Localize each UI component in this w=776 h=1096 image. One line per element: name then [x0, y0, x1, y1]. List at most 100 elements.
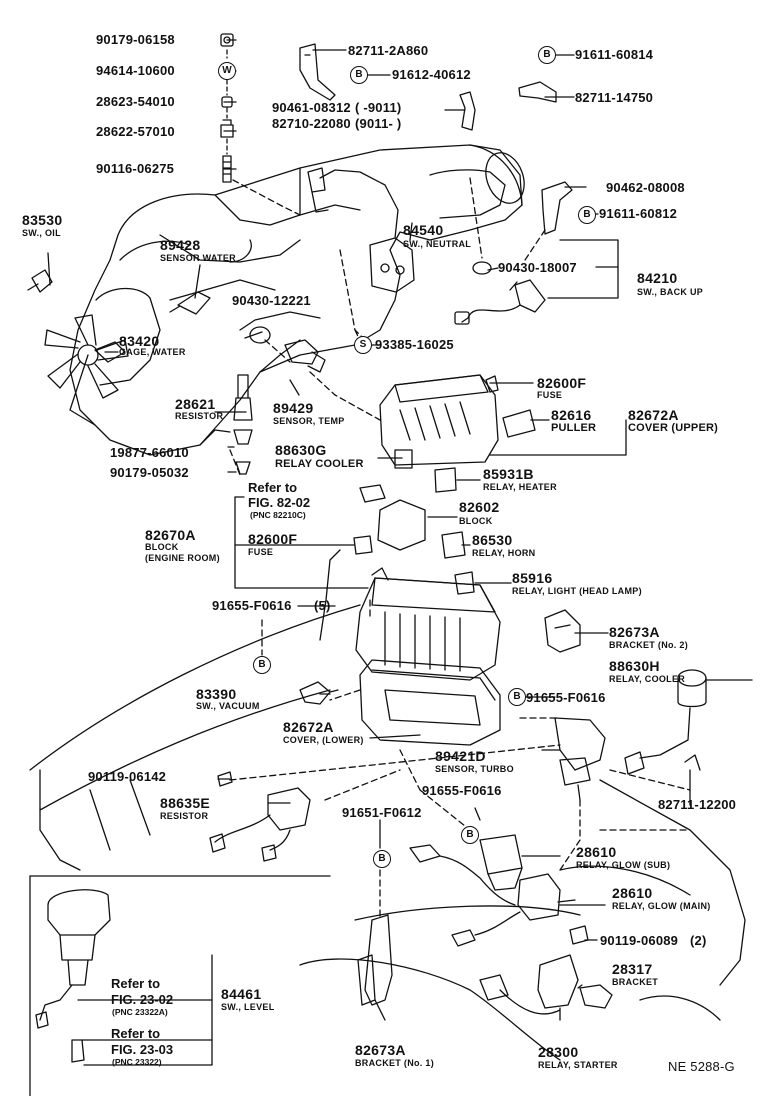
part-number-label: 28610: [612, 885, 653, 901]
part-description-label: RESISTOR: [160, 811, 209, 821]
engine-sensors-illustration: [27, 269, 326, 475]
part-number-label: 82673A: [355, 1042, 406, 1058]
part-number-label: 90116-06275: [96, 161, 175, 176]
part-number-label: 90430-18007: [498, 260, 577, 275]
part-number-label: 84210: [637, 270, 678, 286]
part-number-label: 28622-57010: [96, 124, 175, 139]
part-number-label: 88635E: [160, 795, 211, 811]
dashed-leaders: [229, 177, 691, 921]
relays-illustration: [319, 449, 475, 641]
resistor-harness-illustration: [209, 771, 311, 862]
part-description-label: COVER (UPPER): [628, 422, 718, 434]
part-number-label: 90179-06158: [96, 32, 175, 47]
part-number-label: 91611-60812: [599, 206, 678, 221]
part-description-label: SENSOR, TURBO: [435, 764, 514, 774]
part-number-label: 90179-05032: [110, 465, 189, 480]
part-number-label: 82672A: [283, 719, 334, 735]
part-number-label: 82616: [551, 407, 592, 423]
reference-pnc-label: (PNC 82210C): [250, 510, 306, 520]
part-description-label: RELAY, HORN: [472, 548, 536, 558]
part-number-label: 82710-22080: [272, 116, 351, 131]
part-number-label: 91612-40612: [392, 67, 471, 82]
part-number-label: 90462-08008: [606, 180, 685, 195]
part-number-label: 82670A: [145, 527, 196, 543]
reference-label[interactable]: Refer to: [111, 1026, 161, 1041]
callout-b: B: [508, 688, 526, 706]
starter-relay-illustration: [537, 954, 613, 1009]
engine-illustration: [69, 144, 525, 456]
part-number-label: 82602: [459, 499, 500, 515]
part-number-label: 86530: [472, 532, 513, 548]
part-number-label: 90119-06142: [88, 769, 167, 784]
part-number-label: 91651-F0612: [342, 805, 422, 820]
chassis-outlines: [29, 604, 746, 1061]
part-number-label: 90430-12221: [232, 293, 311, 308]
fuse-cover-upper-illustration: [379, 374, 536, 466]
part-number-label: 90461-08312: [272, 100, 351, 115]
part-number-label: 82711-12200: [658, 797, 737, 812]
part-number-label: 89428: [160, 237, 201, 253]
part-number-label: 28623-54010: [96, 94, 175, 109]
fuse-cover-lower-illustration: [359, 659, 501, 746]
callout-b: B: [373, 850, 391, 868]
part-number-label: 83420: [119, 333, 160, 349]
reference-figure-link[interactable]: FIG. 82-02: [248, 495, 311, 510]
part-number-label: 82711-14750: [575, 90, 654, 105]
junction-block-illustration: [355, 567, 501, 681]
part-number-label: 93385-16025: [375, 337, 454, 352]
reference-label[interactable]: Refer to: [248, 480, 298, 495]
part-number-label: 28300: [538, 1044, 579, 1060]
part-quantity-label: (2): [690, 933, 707, 948]
callout-b: B: [461, 826, 479, 844]
cooling-fan-illustration: [44, 314, 129, 426]
part-number-label: 91611-60814: [575, 47, 654, 62]
part-number-label: 88630H: [609, 658, 660, 674]
vacuum-switch-illustration: [299, 681, 339, 705]
reference-figure-link[interactable]: FIG. 23-02: [111, 992, 174, 1007]
part-description-label: SW., NEUTRAL: [403, 239, 472, 249]
part-number-label: 19877-66010: [110, 445, 189, 460]
part-description-label: BRACKET (No. 1): [355, 1058, 434, 1068]
part-description-label: SENSOR WATER: [160, 253, 236, 263]
part-number-label: 91655-F0616: [526, 690, 606, 705]
turbo-sensor-illustration: [554, 717, 606, 801]
callout-b: B: [253, 656, 271, 674]
part-number-label: 82673A: [609, 624, 660, 640]
part-number-label: 85916: [512, 570, 553, 586]
part-quantity-label: (5): [314, 598, 331, 613]
part-description-label: BRACKET: [612, 977, 659, 987]
part-description-label: (ENGINE ROOM): [145, 553, 220, 563]
part-number-label: 84540: [403, 222, 444, 238]
part-description-label: BLOCK: [459, 516, 493, 526]
part-number-label: 88630G: [275, 442, 327, 458]
part-number-label: 28317: [612, 961, 653, 977]
part-description-label: COVER, (LOWER): [283, 735, 364, 745]
part-description-label: FUSE: [537, 390, 563, 400]
part-number-label: 91655-F0616: [422, 783, 502, 798]
part-description-label: BLOCK: [145, 542, 179, 552]
part-number-label: 90119-06089: [600, 933, 679, 948]
part-description-label: RELAY, STARTER: [538, 1060, 618, 1070]
part-number-label: 82600F: [248, 531, 298, 547]
level-switch-inset-illustration: [29, 875, 331, 1096]
part-description-label: SW., VACUUM: [196, 701, 260, 711]
part-number-label: 28621: [175, 396, 216, 412]
part-range-label: ( -9011): [355, 100, 402, 115]
part-description-label: SENSOR, TEMP: [273, 416, 345, 426]
callout-b: B: [538, 46, 556, 64]
part-number-label: 82711-2A860: [348, 43, 429, 58]
part-description-label: BRACKET (No. 2): [609, 640, 688, 650]
part-number-label: 28610: [576, 844, 617, 860]
reference-figure-link[interactable]: FIG. 23-03: [111, 1042, 174, 1057]
part-description-label: SW., LEVEL: [221, 1002, 275, 1012]
callout-s: S: [354, 336, 372, 354]
reference-label[interactable]: Refer to: [111, 976, 161, 991]
part-description-label: GAGE, WATER: [119, 347, 186, 357]
part-description-label: RELAY, LIGHT (HEAD LAMP): [512, 586, 642, 596]
glow-relays-illustration: [409, 834, 589, 1015]
callout-b: B: [350, 66, 368, 84]
part-number-label: 85931B: [483, 466, 534, 482]
part-number-label: 89421D: [435, 748, 486, 764]
part-number-label: 84461: [221, 986, 262, 1002]
